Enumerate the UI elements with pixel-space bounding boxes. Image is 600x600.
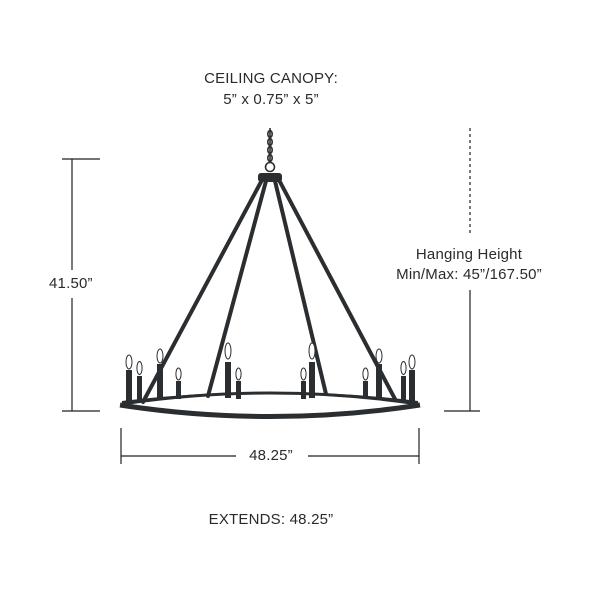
hanging-height-label: Hanging Height	[415, 246, 523, 263]
ring-back	[121, 391, 419, 406]
extends-label: EXTENDS: 48.25”	[208, 511, 334, 528]
width-dimension-line	[120, 428, 420, 464]
hanging-height-dimension-line	[444, 128, 480, 412]
candles-back	[175, 367, 369, 399]
candles-front	[125, 342, 416, 402]
height-label: 41.50”	[49, 275, 93, 292]
chain	[264, 128, 276, 173]
width-label: 48.25”	[249, 447, 293, 464]
canopy-dimensions: 5” x 0.75” x 5”	[223, 91, 319, 108]
ring-front	[119, 392, 421, 419]
canopy-title: CEILING CANOPY:	[204, 70, 338, 87]
support-arms	[141, 178, 397, 404]
height-dimension-line	[62, 158, 100, 412]
hanging-height-minmax: Min/Max: 45”/167.50”	[396, 266, 542, 283]
